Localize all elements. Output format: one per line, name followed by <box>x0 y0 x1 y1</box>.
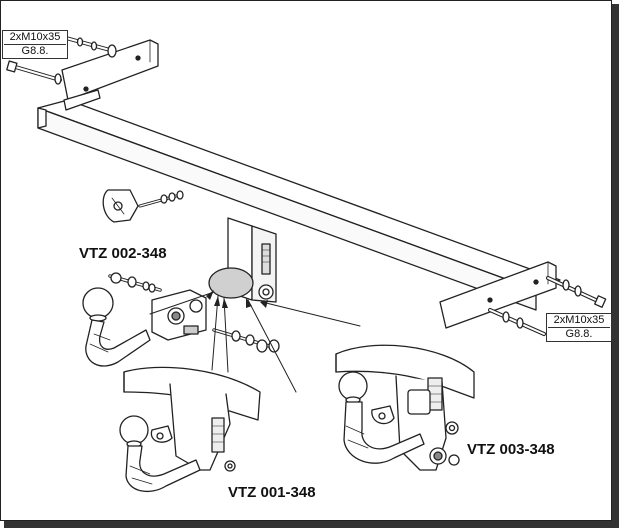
diagram-frame <box>0 0 612 521</box>
fixed-ball-assembly <box>119 366 261 493</box>
bolt-size-top-left: 2xM10x35 <box>9 31 61 43</box>
right-bolts <box>488 276 607 336</box>
bolt-grade-right: G8.8. <box>548 327 610 341</box>
vertical-ball-assembly <box>335 344 475 471</box>
right-bracket <box>439 261 557 329</box>
part-label-fixed: VTZ 001-348 <box>228 484 316 501</box>
bolt-size-right: 2xM10x35 <box>553 314 605 326</box>
frame-shadow-right <box>612 4 619 525</box>
tow-bar-crossbeam <box>37 99 561 311</box>
left-bracket <box>61 39 159 111</box>
frame-shadow-bottom <box>4 521 619 528</box>
part-label-vertical: VTZ 003-348 <box>467 441 555 458</box>
socket-bracket <box>102 189 184 223</box>
part-label-detachable: VTZ 002-348 <box>79 245 167 262</box>
arrow-heads <box>206 290 268 308</box>
leader-arrows <box>149 291 361 393</box>
detachable-ball-assembly <box>82 272 280 367</box>
bolt-spec-label-top-left: 2xM10x35 G8.8. <box>2 30 68 59</box>
receiver-oval <box>208 267 254 299</box>
left-bolts <box>6 36 117 85</box>
bolt-spec-label-right: 2xM10x35 G8.8. <box>546 313 612 342</box>
bolt-grade-top-left: G8.8. <box>4 44 66 58</box>
